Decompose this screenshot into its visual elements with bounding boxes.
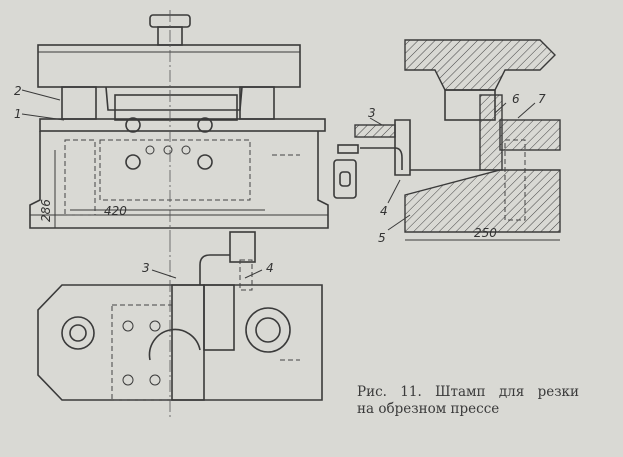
caption-line-1: Рис. 11. Штамп для резки: [357, 384, 579, 400]
side-section-view: [333, 39, 561, 241]
plan-view: [37, 231, 323, 420]
label-5: 5: [378, 231, 386, 245]
label-2: 2: [14, 84, 22, 98]
dim-420: 420: [104, 204, 127, 218]
figure-caption: Рис. 11. Штамп для резки на обрезном пре…: [357, 384, 579, 418]
label-4-plan: 4: [266, 261, 274, 275]
label-6: 6: [512, 92, 520, 106]
label-1: 1: [14, 107, 22, 121]
label-7: 7: [538, 92, 546, 106]
label-4-side: 4: [380, 204, 388, 218]
label-3-plan: 3: [142, 261, 150, 275]
label-3-side: 3: [368, 106, 376, 120]
caption-line-2: на обрезном прессе: [357, 401, 500, 417]
dim-250: 250: [474, 226, 497, 240]
dim-286: 286: [39, 199, 53, 222]
front-view: [21, 10, 329, 240]
